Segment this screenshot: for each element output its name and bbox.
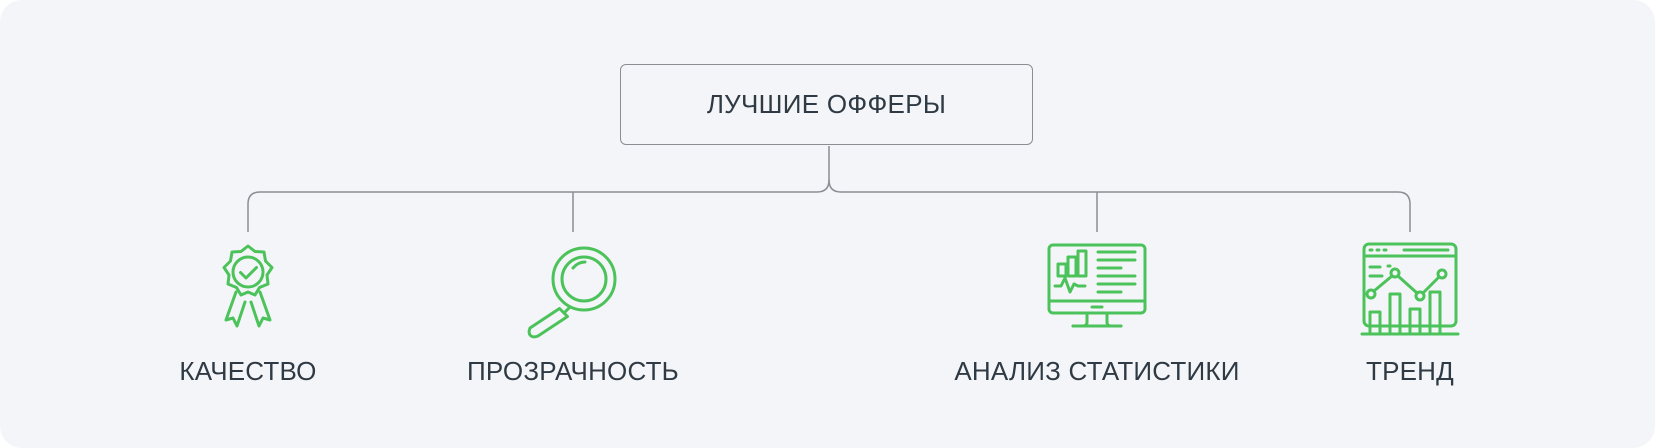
node-transparency: ПРОЗРАЧНОСТЬ [373,242,773,387]
award-badge-icon [222,244,274,328]
connector-right-branch [828,179,1411,232]
connector-left-branch [247,179,830,232]
node-statistics-label: АНАЛИЗ СТАТИСТИКИ [954,356,1240,386]
node-statistics: АНАЛИЗ СТАТИСТИКИ [897,242,1297,387]
node-quality-label: КАЧЕСТВО [179,356,317,386]
node-quality: КАЧЕСТВО [48,242,448,387]
node-transparency-label: ПРОЗРАЧНОСТЬ [467,356,679,386]
monitor-stats-icon [1047,243,1147,328]
root-node-label: ЛУЧШИЕ ОФФЕРЫ [706,89,947,119]
node-trend: ТРЕНД [1210,242,1610,387]
magnifier-icon [527,246,617,339]
node-trend-label: ТРЕНД [1366,356,1454,386]
trend-chart-icon [1360,242,1460,336]
root-node: ЛУЧШИЕ ОФФЕРЫ [620,64,1033,145]
